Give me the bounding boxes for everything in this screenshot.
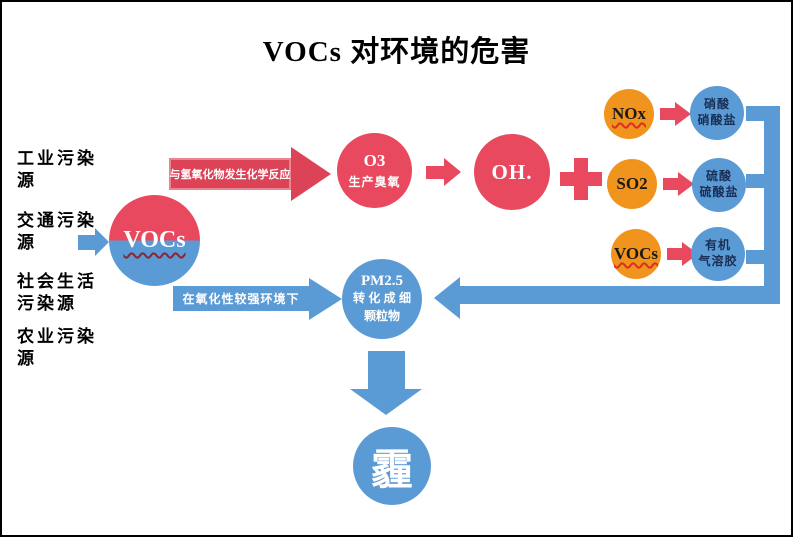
- so2-arrow-shaft: [663, 178, 678, 190]
- product-nitrate-label: 硝酸 硝酸盐: [697, 97, 737, 127]
- precursor-nox-circle: NOx: [604, 89, 654, 139]
- pm25-sublabel-1: 转 化 成 细: [352, 291, 411, 306]
- precursor-so2-label: SO2: [616, 174, 648, 193]
- o3-to-oh-arrow-icon: [444, 158, 461, 186]
- oh-radical-circle: OH.: [474, 134, 550, 210]
- so2-arrow-icon: [678, 172, 694, 196]
- o3-label: O3: [363, 151, 386, 170]
- o3-to-oh-arrow-shaft: [426, 166, 444, 179]
- source-label-agriculture: 农业污染 源: [17, 327, 97, 368]
- bracket-stub-3: [746, 250, 766, 264]
- vocs-arrow-shaft: [667, 248, 682, 260]
- product-sulfate-label: 硫酸 硫酸盐: [699, 169, 739, 199]
- pm25-to-haze-arrow-icon: [350, 389, 422, 415]
- pm25-sublabel-2: 颗粒物: [363, 308, 400, 323]
- products-to-pm25-arrow-shaft: [460, 286, 780, 304]
- reaction-arrow-head-icon: [291, 147, 331, 201]
- oxidation-arrow-head-icon: [309, 278, 342, 320]
- haze-circle: 霾: [353, 427, 431, 505]
- nox-arrow-icon: [675, 102, 691, 126]
- source-label-industry: 工业污染 源: [17, 149, 97, 190]
- haze-label: 霾: [370, 445, 413, 493]
- vocs-main-circle: VOCs: [109, 195, 200, 286]
- bracket-stub-1: [746, 106, 766, 121]
- pm25-circle: PM2.5 转 化 成 细 颗粒物: [342, 259, 422, 339]
- sources-to-vocs-arrow-shaft: [78, 235, 95, 250]
- o3-circle: O3 生产臭氧: [337, 133, 412, 208]
- products-to-pm25-arrow-icon: [434, 277, 460, 319]
- reaction-arrow-label: 与氢氧化物发生化学反应: [169, 169, 291, 181]
- oxidation-arrow-banner: 在氧化性较强环境下: [173, 286, 309, 311]
- pm25-to-haze-arrow-shaft: [368, 351, 405, 389]
- product-sulfate-circle: 硫酸 硫酸盐: [692, 158, 746, 212]
- bracket-stub-2: [746, 174, 766, 188]
- bracket-vertical-bar: [764, 106, 780, 304]
- reaction-arrow-banner: 与氢氧化物发生化学反应: [169, 158, 291, 190]
- sources-to-vocs-arrow-icon: [95, 228, 109, 256]
- oxidation-arrow-label: 在氧化性较强环境下: [182, 292, 300, 306]
- precursor-vocs-label: VOCs: [613, 244, 659, 263]
- source-label-social-life: 社会生活 污染源: [17, 272, 97, 313]
- plus-icon: [574, 158, 588, 200]
- precursor-nox-label: NOx: [612, 104, 646, 123]
- product-organic-aerosol-circle: 有机 气溶胶: [691, 227, 745, 281]
- precursor-so2-circle: SO2: [607, 159, 657, 209]
- vocs-main-label: VOCs: [123, 227, 186, 253]
- product-nitrate-circle: 硝酸 硝酸盐: [690, 86, 744, 140]
- source-label-traffic: 交通污染 源: [17, 211, 97, 252]
- pm25-label: PM2.5: [360, 273, 404, 290]
- oh-radical-label: OH.: [491, 159, 533, 184]
- nox-arrow-shaft: [660, 108, 675, 120]
- o3-sublabel: 生产臭氧: [348, 175, 401, 189]
- precursor-vocs-circle: VOCs: [611, 229, 661, 279]
- product-organic-aerosol-label: 有机 气溶胶: [698, 238, 738, 268]
- page-title: VOCs 对环境的危害: [262, 36, 531, 68]
